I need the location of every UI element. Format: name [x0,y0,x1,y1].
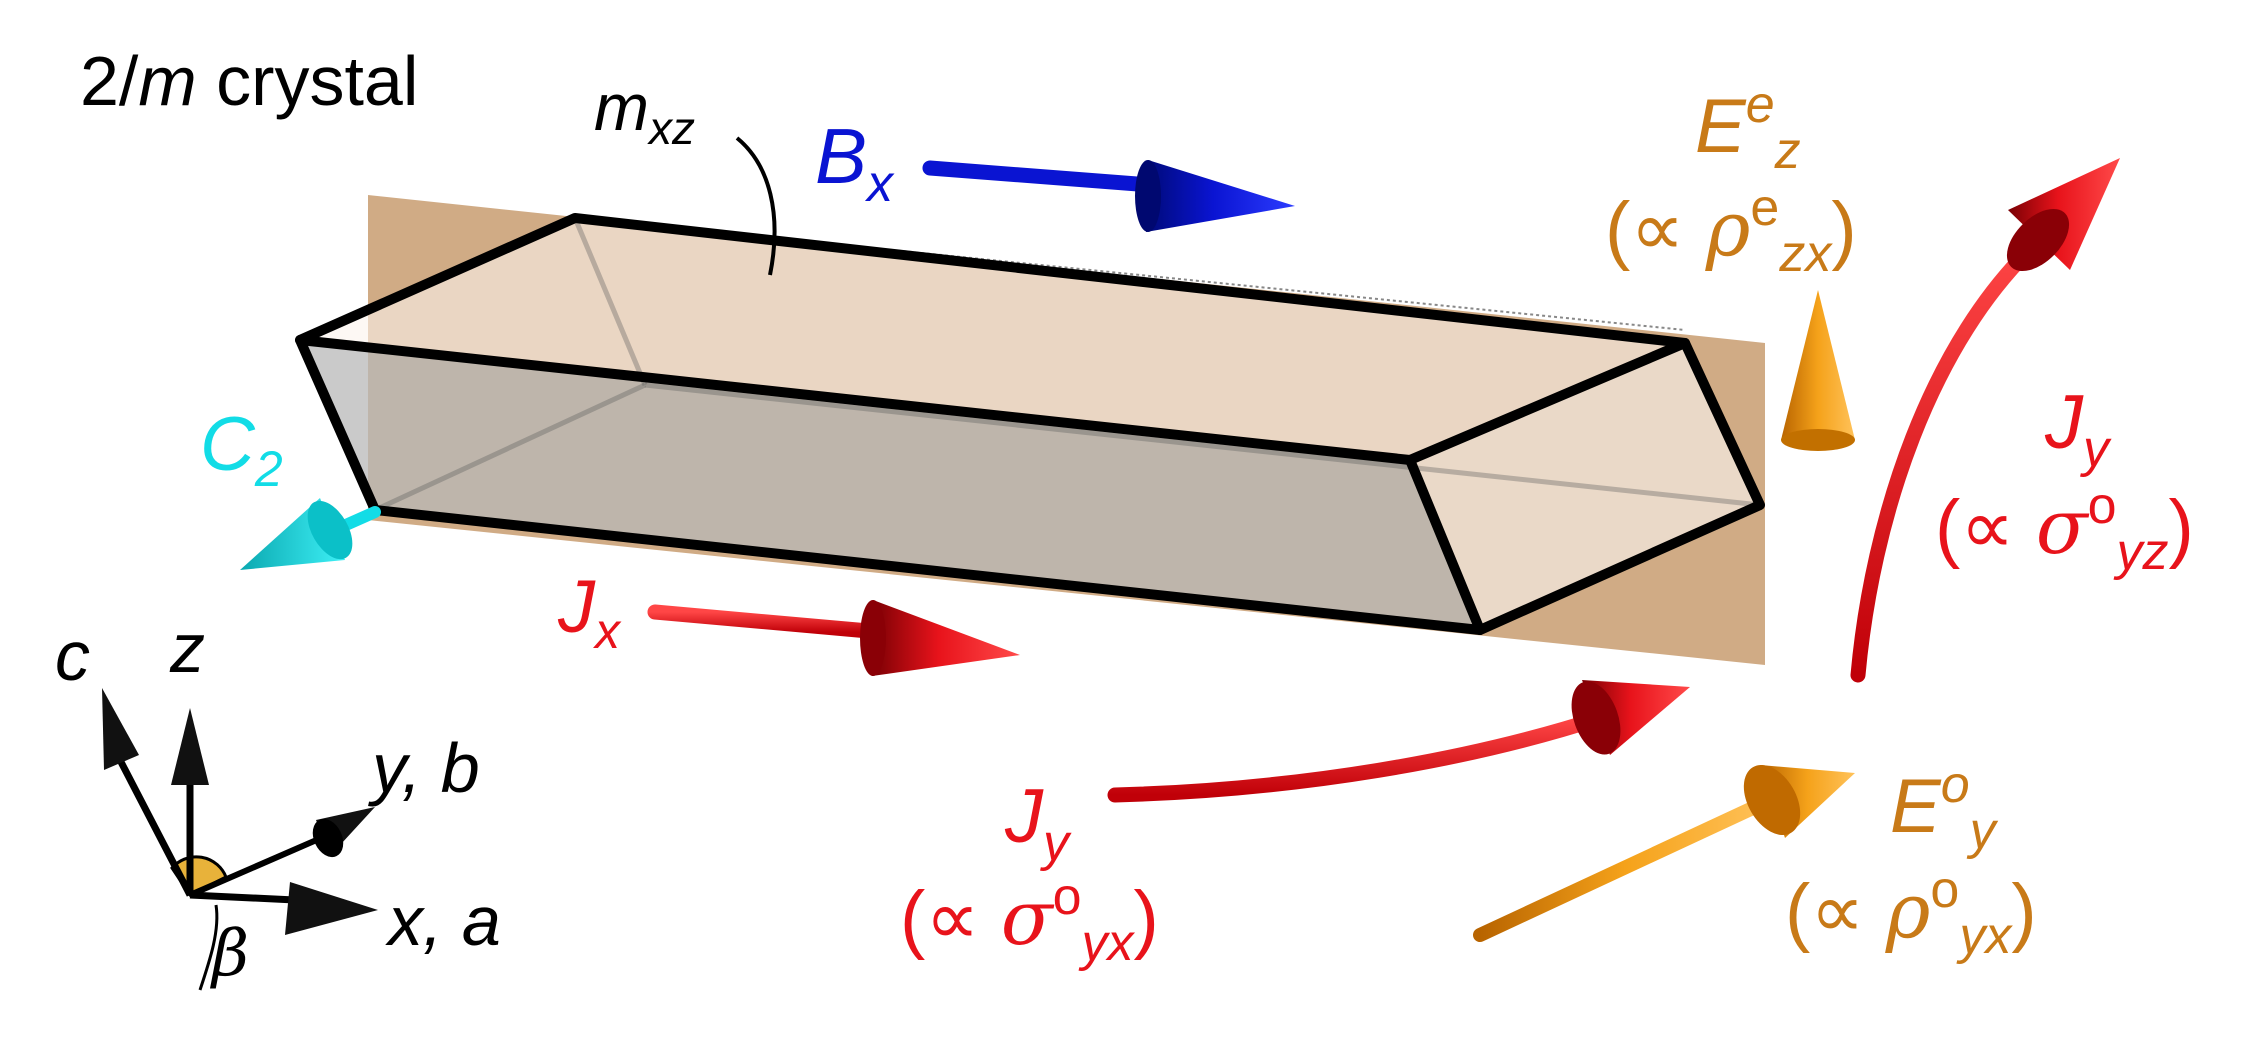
mirror-label: mxz [594,70,695,154]
jy-right-arrow [1850,158,2120,683]
jy-bottom-proportional: (∝ σoyx) [900,868,1159,972]
jy-right-proportional: (∝ σoyz) [1935,477,2194,581]
axis-x-label: x, a [385,882,501,960]
beta-label: β [210,917,249,991]
jx-label: Jx [557,565,622,659]
ez-arrow [1781,290,1855,703]
c2-axis-arrow [240,498,381,570]
coordinate-axes [102,688,378,991]
b-field-arrow [922,160,1295,232]
crystal-hidden-edges [373,217,1761,513]
crystal-edges [295,213,1765,635]
crystal-front-face [300,340,1480,630]
mirror-label-leader [735,136,777,276]
crystal-end-face [1410,343,1760,630]
axis-y-label: y, b [368,729,480,807]
jy-right-label: Jy [2044,380,2112,478]
ey-proportional: (∝ ρoyx) [1785,861,2037,965]
jy-bottom-arrow [1107,680,1690,803]
ez-label: Eez [1695,76,1801,180]
ey-label: Eoy [1890,756,1999,860]
jy-bottom-label: Jy [1004,774,1072,872]
crystal-title: 2/m crystal [80,42,418,120]
crystal-top-face [300,218,1685,460]
ey-arrow [1473,764,1855,942]
b-field-label: Bx [815,112,895,213]
c2-label: C2 [200,402,283,497]
ez-proportional: (∝ ρezx) [1605,179,1857,283]
jx-arrow [647,600,1020,676]
axis-c-label: c [55,617,90,695]
axis-z-label: z [169,609,205,687]
